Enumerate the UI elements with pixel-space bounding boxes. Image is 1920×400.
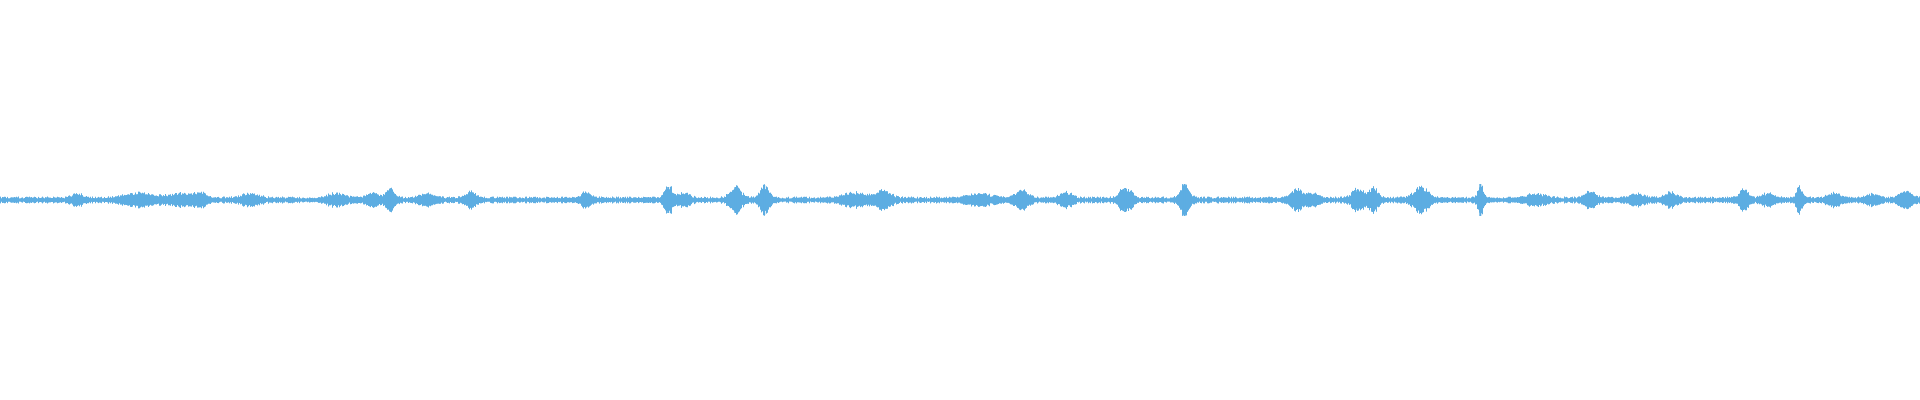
waveform-peak xyxy=(1310,194,1313,206)
waveform-peak xyxy=(1742,190,1745,210)
waveform-peak xyxy=(177,195,180,205)
waveform-peak xyxy=(1020,191,1023,209)
waveform-peak xyxy=(882,191,885,209)
waveform-peak xyxy=(682,194,685,206)
waveform-peak xyxy=(1636,195,1639,205)
waveform-peak xyxy=(1669,194,1672,206)
waveform-peak xyxy=(1371,188,1374,212)
waveform-peak xyxy=(1183,184,1186,216)
waveform-peak xyxy=(1798,187,1800,213)
waveform-peak xyxy=(198,193,201,207)
waveform-peak xyxy=(1903,192,1906,208)
waveform-peak xyxy=(1419,187,1422,213)
waveform-peak xyxy=(1767,194,1770,206)
waveform-peak xyxy=(1124,188,1127,212)
waveform-peak xyxy=(425,195,428,205)
waveform-peak xyxy=(1295,190,1297,210)
waveform-peak xyxy=(137,194,140,206)
waveform-peak xyxy=(1535,195,1537,205)
waveform-peak xyxy=(335,194,337,206)
waveform-peak xyxy=(853,194,856,206)
waveform-peak xyxy=(1871,195,1873,205)
waveform-peak xyxy=(1832,194,1835,206)
waveform-peak xyxy=(371,194,374,206)
waveform-peak xyxy=(388,190,391,210)
waveform-peak xyxy=(75,195,78,205)
waveform-peak xyxy=(1064,193,1067,207)
waveform-peak xyxy=(734,187,737,213)
waveform-peak xyxy=(1588,193,1591,207)
waveform-peak xyxy=(469,193,472,207)
waveform-peak xyxy=(667,187,670,213)
waveform-peak xyxy=(978,195,981,205)
waveform-peak xyxy=(1356,190,1359,210)
waveform-peak xyxy=(1479,184,1482,216)
waveform-peak xyxy=(763,185,766,215)
waveform-peak xyxy=(584,194,587,206)
waveform-peak xyxy=(248,195,251,205)
waveform-series xyxy=(0,184,1920,216)
